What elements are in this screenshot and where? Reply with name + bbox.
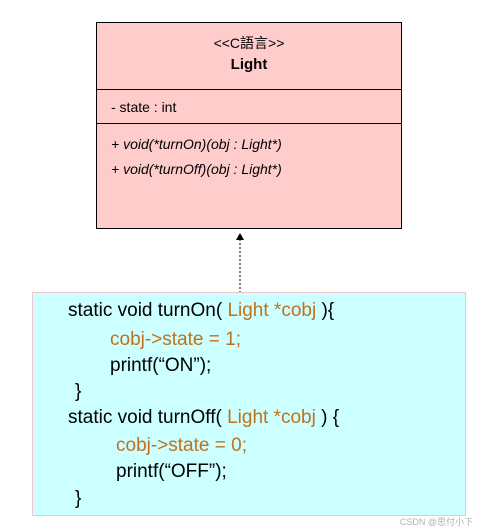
uml-class-name: Light [230, 56, 268, 73]
uml-attributes-section: - state : int [97, 90, 401, 124]
code-line-close-brace-1: } [75, 381, 82, 402]
code-param-highlight: Light *cobj [227, 407, 322, 428]
code-brace-text: ){ [321, 300, 335, 321]
uml-class-header: <<C語言>> Light [97, 23, 401, 90]
code-line-turnoff-signature: static void turnOff( Light *cobj ) { [68, 405, 339, 431]
code-param-highlight: Light *cobj [227, 300, 322, 321]
uml-operation-turnoff: + void(*turnOff)(obj : Light*) [111, 161, 282, 177]
code-line-printf-off: printf(“OFF”); [116, 461, 227, 482]
watermark: CSDN @思付小下 [399, 517, 473, 527]
code-keyword-text: static void turnOff( [68, 407, 228, 428]
code-brace-text: ) { [321, 407, 340, 428]
code-line-state-assign-1: cobj->state = 1; [110, 329, 241, 350]
uml-stereotype: <<C語言>> [213, 35, 285, 51]
code-line-printf-on: printf(“ON”); [110, 355, 212, 376]
dependency-arrow [236, 233, 244, 293]
uml-attribute-state: - state : int [111, 99, 177, 115]
uml-operation-turnon: + void(*turnOn)(obj : Light*) [111, 136, 282, 152]
code-line-close-brace-2: } [75, 488, 82, 509]
code-keyword-text: static void turnOn( [68, 300, 228, 321]
uml-operations-section: + void(*turnOn)(obj : Light*) + void(*tu… [97, 124, 401, 182]
uml-class-light: <<C語言>> Light - state : int + void(*turn… [96, 22, 402, 229]
code-line-state-assign-0: cobj->state = 0; [116, 435, 247, 456]
dependency-arrow-head [236, 233, 244, 240]
code-panel: static void turnOn( Light *cobj ){ cobj-… [32, 292, 466, 516]
code-line-turnon-signature: static void turnOn( Light *cobj ){ [68, 298, 334, 324]
